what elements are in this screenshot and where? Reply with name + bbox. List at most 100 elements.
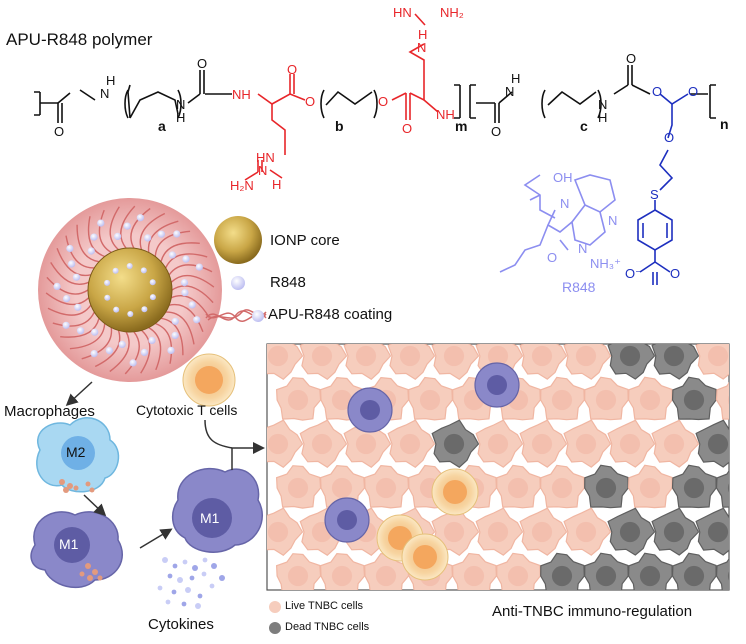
r848-bead [195,263,203,271]
coating-fiber [155,322,173,364]
coating-fiber [47,304,92,316]
subscript-m: m [455,118,468,134]
live-tnbc-cell [695,344,729,380]
r848-bead [129,359,137,367]
legend-coating-label: APU-R848 coating [268,306,393,323]
dead-tnbc-cell [651,507,700,556]
arrow-m2-to-m1 [83,494,107,517]
figure-title: APU-R848 polymer [6,30,153,49]
live-tnbc-cell [319,552,366,590]
atom-H-1: H [106,73,116,88]
atom-O-blue-1: O [652,84,663,99]
atom-N-lavender-2: N [608,213,618,228]
dead-tnbc-cell [715,557,729,590]
r848-bead [140,348,148,356]
m2-label: M2 [66,444,86,460]
live-tnbc-cell [319,464,366,509]
r848-bead [157,230,165,238]
atom-N-1: N [100,86,110,101]
coating-fiber [94,330,121,368]
coating-fiber [160,317,184,356]
live-tnbc-cell [267,419,304,469]
r848-bead [193,316,201,324]
m1-small-nucleus [54,527,90,563]
coating-fiber [171,295,210,318]
atom-O-3: O [491,124,502,139]
cytokine-dot [197,593,203,599]
live-tnbc-cell [343,419,392,469]
atom-N-lavender-1: N [560,196,570,211]
arrow-to-tumor [231,442,265,470]
r848-bead [62,321,70,329]
coating-fiber [148,326,162,371]
live-tnbc-cell [563,419,612,468]
r848-bead [171,331,179,339]
dead-tnbc-cell [584,464,629,509]
infiltrating-t-cell [401,533,449,581]
atom-H-4: H [598,110,608,125]
dead-tnbc-cell [695,507,729,556]
live-tnbc-cell [275,465,322,509]
dead-tnbc-cell [627,552,673,590]
atom-NH-red-1: NH [232,87,251,102]
r848-bead [97,219,105,227]
infiltrating-m1-macrophage [474,362,520,408]
live-tnbc-cell [267,507,304,557]
coating-fiber [171,285,214,304]
polymer-structure [34,13,716,285]
live-tnbc-cell [387,419,436,468]
coating-fiber [165,311,195,345]
r848-bead-core [113,306,120,313]
coating-fiber [46,276,89,295]
live-tnbc-cell [475,419,524,468]
r848-bead-core [140,267,147,274]
r848-bead [72,273,81,281]
dead-tnbc-cell [671,464,717,509]
live-tnbc-cell [452,552,498,590]
live-tnbc-cell [431,344,480,380]
flow-arrows [65,381,265,549]
atom-OH-lavender: OH [553,170,573,185]
dead-tnbc-cell [671,376,717,421]
live-tnbc-cell [496,552,541,590]
subscript-n: n [720,116,729,132]
live-tnbc-cell [627,464,673,509]
atom-NH2-red-top: NH₂ [440,5,464,20]
coating-fiber [130,207,151,249]
cytokine-dot [172,563,178,569]
r848-bead-core [126,263,133,269]
r848-bead-core [112,267,119,274]
coating-fiber [65,235,95,269]
macrophage-m1-large [171,467,263,553]
macrophages-label: Macrophages [4,403,95,420]
live-tnbc-cell [563,507,612,556]
dead-cells-label: Dead TNBC cells [285,621,370,633]
cytotoxic-t-cells-label: Cytotoxic T cells [136,402,238,418]
m2-nucleus [61,436,95,470]
live-tnbc-cell [475,507,524,556]
cytokine-dot [185,587,191,593]
r848-bead [148,336,156,344]
live-tnbc-cell [651,419,700,468]
r848-bead-core [104,279,111,286]
coating-fiber [154,230,191,257]
dead-tnbc-cell [540,552,585,590]
r848-bead-core [104,294,111,301]
coating-fiber [81,327,113,360]
live-tnbc-cell [364,552,410,590]
live-tnbc-cell [607,419,656,468]
live-tnbc-cell [267,344,304,381]
cytokine-dot [177,577,183,583]
coating-fiber [139,212,166,250]
cytokine-dot [171,589,177,595]
r848-bead [77,327,85,335]
atom-O-red-2: O [305,94,316,109]
coating-fiber [87,216,105,258]
infiltrating-m1-macrophage [324,497,370,543]
atom-NH-red-2: NH [436,107,455,122]
live-cells-label: Live TNBC cells [285,600,364,612]
panel-caption: Anti-TNBC immuno-regulation [492,603,693,620]
coating-fiber [147,220,179,253]
atom-O-red-4: O [402,121,413,136]
